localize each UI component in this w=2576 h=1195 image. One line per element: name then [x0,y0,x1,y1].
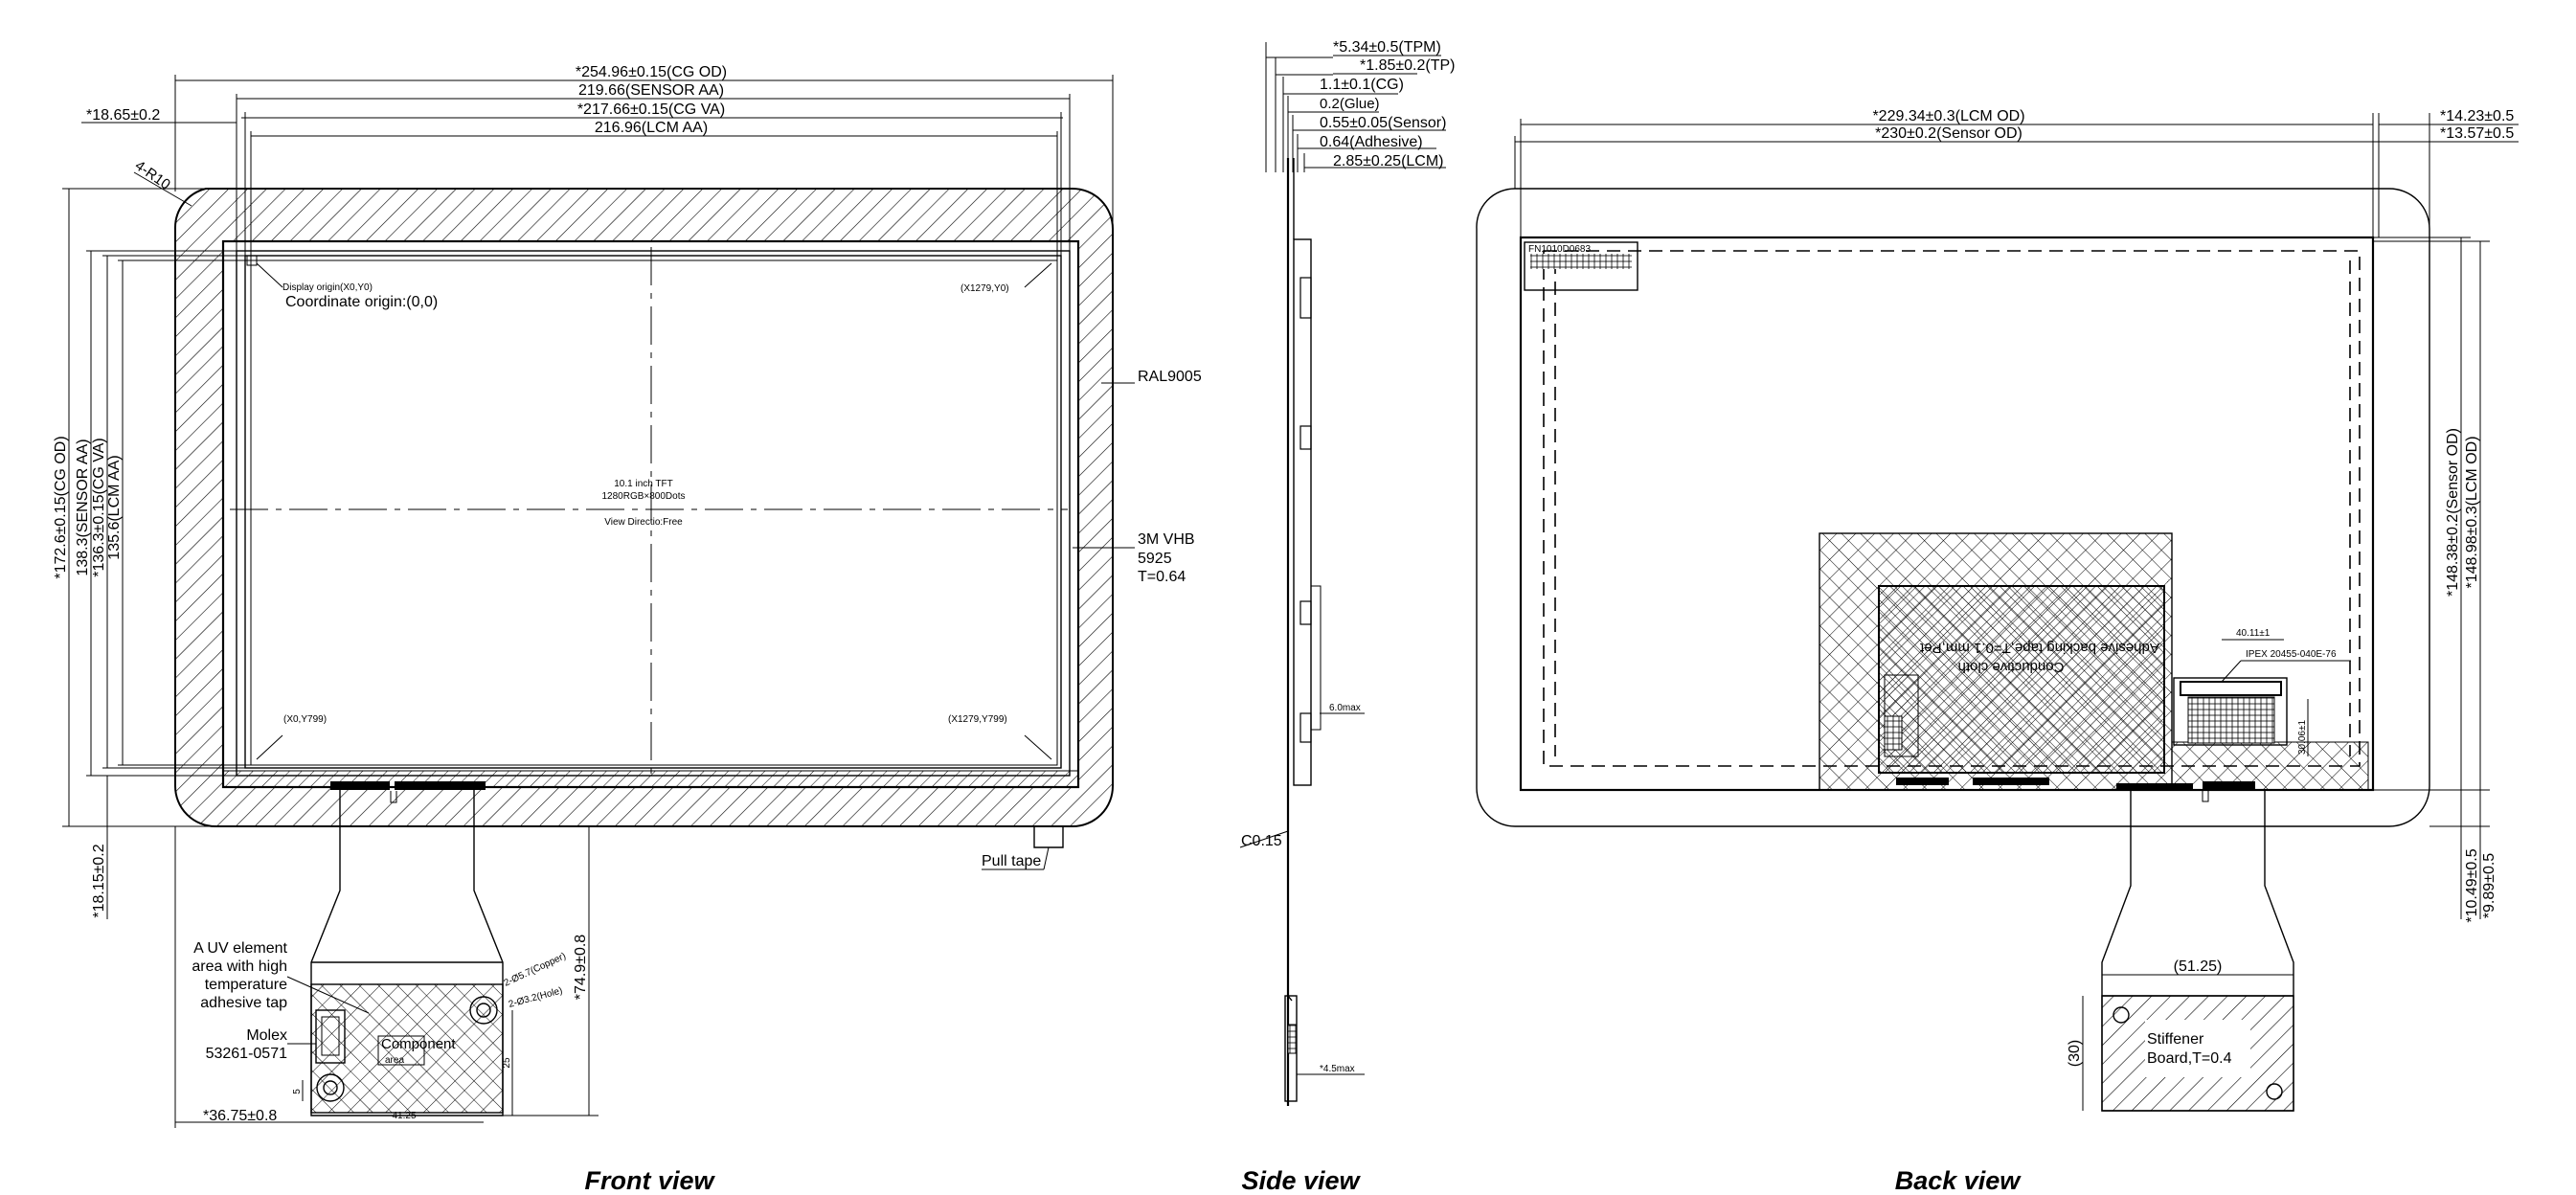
dim-conn-small: 5 [292,1089,303,1094]
dim-fpc-x: *36.75±0.8 [203,1108,277,1124]
stack-tpm: *5.34±0.5(TPM) [1333,39,1441,56]
back-view: FN1010D0683 Adhesive backing tape,T=0.1 … [1476,108,2519,1112]
side-max-4-5: *4.5max [1320,1064,1355,1074]
back-lcm-od-height: *148.98±0.3(LCM OD) [2464,436,2480,588]
barcode-label [1524,241,1638,291]
stiffener-width: (51.25) [2174,958,2223,975]
stiffener-label-2: Board,T=0.4 [2147,1050,2232,1067]
component-label-2: area [385,1055,404,1066]
back-view-title: Back view [1895,1166,2022,1195]
dim-cg-od-width: *254.96±0.15(CG OD) [576,64,727,80]
dim-cg-va-height: *136.3±0.15(CG VA) [91,438,107,576]
uv-label-2: area with high [192,958,287,975]
hole-label: 2-Ø3.2(Hole) [508,985,564,1010]
front-view-title: Front view [584,1166,715,1195]
back-lcm-od-width: *229.34±0.3(LCM OD) [1872,108,2024,124]
dim-corner-radius: 4-R10 [132,157,173,192]
back-bottom-offset-1: *10.49±0.5 [2464,848,2480,922]
molex-label-1: Molex [246,1027,287,1044]
stiffener-height: (30) [2067,1040,2083,1067]
back-conn-vertical: 30.06±1 [2297,720,2308,755]
bezel-color-label: RAL9005 [1138,369,1202,385]
back-sensor-od-height: *148.38±0.2(Sensor OD) [2445,428,2461,597]
back-conn-part: IPEX 20455-040E-76 [2246,649,2337,660]
dim-bottom-offset: *18.15±0.2 [91,844,107,917]
copper-label: 2-Ø5.7(Copper) [503,951,568,989]
back-right-offset-1: *14.23±0.5 [2440,108,2514,124]
panel-view-direction-label: View Directio:Free [604,517,683,528]
dim-sensor-aa-height: 138.3(SENSOR AA) [75,439,91,575]
side-chamfer: C0.15 [1241,833,1282,849]
svg-text:FN1010D0683: FN1010D0683 [1528,244,1591,255]
dim-lcm-aa-width: 216.96(LCM AA) [595,120,708,136]
coordinate-origin-label: Coordinate origin:(0,0) [285,294,438,310]
tape-label-1: 3M VHB [1138,531,1195,548]
stack-tp: *1.85±0.2(TP) [1360,57,1456,74]
stack-cg: 1.1±0.1(CG) [1320,77,1404,93]
dim-cg-va-width: *217.66±0.15(CG VA) [577,101,725,118]
back-right-offset-2: *13.57±0.5 [2440,125,2514,142]
dim-conn-width: 41.25 [392,1111,416,1121]
panel-resolution-label: 1280RGB×800Dots [601,491,685,502]
back-rotated-label-2: Conductive cloth [1958,659,2065,675]
stack-glue: 0.2(Glue) [1320,96,1380,112]
uv-label-4: adhesive tap [200,995,287,1011]
dim-left-offset: *18.65±0.2 [86,107,160,124]
front-view: *254.96±0.15(CG OD) 219.66(SENSOR AA) *2… [53,64,1202,1128]
dim-conn-height: 25 [502,1057,512,1069]
component-label-1: Component [381,1036,456,1052]
corner-bottom-left-label: (X0,Y799) [283,714,327,725]
back-sensor-od-width: *230±0.2(Sensor OD) [1875,125,2022,142]
corner-top-right-label: (X1279,Y0) [960,283,1009,294]
display-origin-label: Display origin(X0,Y0) [282,282,373,293]
dim-cg-od-height: *172.6±0.15(CG OD) [53,436,69,578]
dim-sensor-aa-width: 219.66(SENSOR AA) [578,82,724,99]
uv-label-1: A UV element [193,940,287,957]
molex-label-2: 53261-0571 [206,1046,288,1062]
back-rotated-label-1: Adhesive backing tape,T=0.1 mm,Pet [1919,640,2159,656]
side-max-6: 6.0max [1329,703,1361,713]
pull-tape-label: Pull tape [982,853,1041,869]
uv-label-3: temperature [205,977,287,993]
stack-sensor: 0.55±0.05(Sensor) [1320,115,1446,131]
tape-label-3: T=0.64 [1138,569,1186,585]
stack-adhesive: 0.64(Adhesive) [1320,134,1423,150]
dim-lcm-aa-height: 135.6(LCM AA) [106,455,123,559]
dim-fpc-length: *74.9±0.8 [573,935,589,1000]
back-bottom-offset-2: *9.89±0.5 [2481,853,2497,918]
panel-size-label: 10.1 inch TFT [614,479,673,489]
side-view: *5.34±0.5(TPM) *1.85±0.2(TP) 1.1±0.1(CG)… [1239,39,1456,1106]
back-conn-pitch: 40.11±1 [2236,628,2271,639]
corner-bottom-right-label: (X1279,Y799) [948,714,1007,725]
stack-lcm: 2.85±0.25(LCM) [1333,153,1444,169]
stiffener-label-1: Stiffener [2147,1031,2204,1048]
side-view-title: Side view [1241,1166,1361,1195]
tape-label-2: 5925 [1138,551,1172,567]
